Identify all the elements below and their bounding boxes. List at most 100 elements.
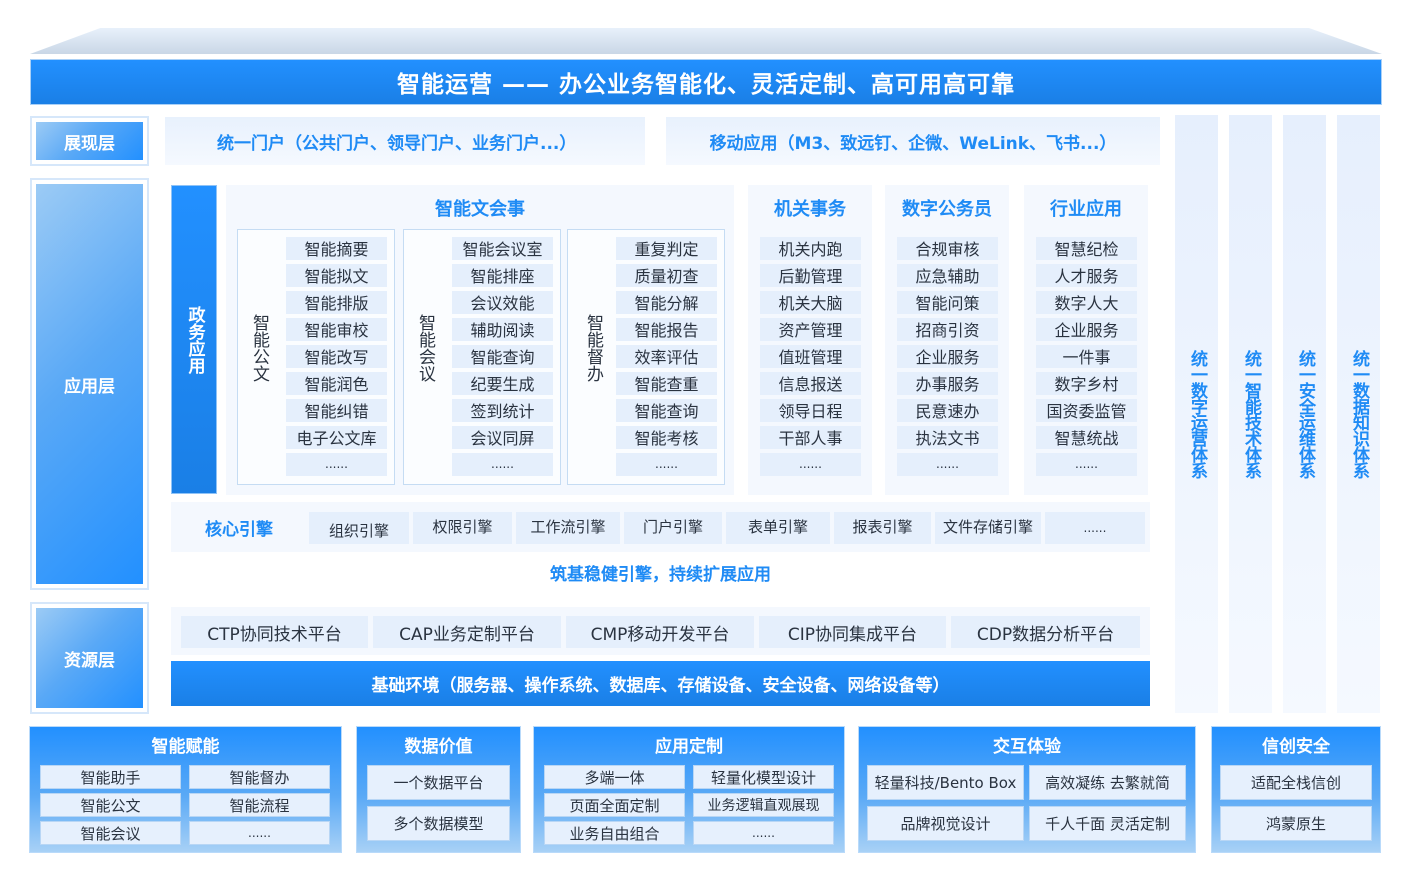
- feature-item[interactable]: 智能问策: [897, 291, 998, 314]
- engine-item[interactable]: 组织引擎: [309, 512, 409, 544]
- platforms-row: CTP协同技术平台 CAP业务定制平台 CMP移动开发平台 CIP协同集成平台 …: [171, 607, 1150, 655]
- card-item[interactable]: 轻量科技/Bento Box: [867, 765, 1024, 800]
- feature-item[interactable]: 智能润色: [286, 372, 387, 395]
- feature-item[interactable]: 机关大脑: [760, 291, 861, 314]
- smart-docs-group: 智能公文 智能摘要 智能拟文 智能排版 智能审校 智能改写 智能润色 智能纠错 …: [237, 229, 395, 485]
- side-system-label: 统一数据知识体系: [1349, 350, 1369, 478]
- feature-item-more[interactable]: ......: [1036, 453, 1137, 476]
- card-title: 应用定制: [655, 737, 723, 757]
- feature-item[interactable]: 会议效能: [452, 291, 553, 314]
- feature-item-more[interactable]: ......: [897, 453, 998, 476]
- gov-apps-label: 政务应用: [184, 305, 205, 374]
- card-item[interactable]: 轻量化模型设计: [693, 765, 834, 789]
- card-item-more[interactable]: ......: [693, 821, 834, 845]
- card-item[interactable]: 高效凝练 去繁就简: [1029, 765, 1186, 800]
- feature-item[interactable]: 值班管理: [760, 345, 861, 368]
- feature-item[interactable]: 辅助阅读: [452, 318, 553, 341]
- card-item[interactable]: 业务自由组合: [544, 821, 685, 845]
- feature-item-more[interactable]: ......: [760, 453, 861, 476]
- engine-item[interactable]: 门户引擎: [624, 512, 722, 544]
- card-item[interactable]: 一个数据平台: [367, 765, 510, 800]
- feature-item[interactable]: 干部人事: [760, 426, 861, 449]
- card-item[interactable]: 千人千面 灵活定制: [1029, 806, 1186, 841]
- feature-item[interactable]: 机关内跑: [760, 237, 861, 260]
- feature-item-more[interactable]: ......: [452, 453, 553, 476]
- smart-docs-panel: 智能文会事 智能公文 智能摘要 智能拟文 智能排版 智能审校 智能改写 智能润色…: [226, 185, 734, 495]
- card-item[interactable]: 智能督办: [189, 765, 330, 789]
- feature-item[interactable]: 智能审校: [286, 318, 387, 341]
- feature-item[interactable]: 签到统计: [452, 399, 553, 422]
- platform-item[interactable]: CMP移动开发平台: [566, 616, 754, 648]
- card-item[interactable]: 智能流程: [189, 793, 330, 817]
- engine-item-more[interactable]: ......: [1045, 512, 1145, 544]
- engine-item[interactable]: 工作流引擎: [516, 512, 620, 544]
- feature-item[interactable]: 招商引资: [897, 318, 998, 341]
- feature-item[interactable]: 合规审核: [897, 237, 998, 260]
- feature-item[interactable]: 智能考核: [616, 426, 717, 449]
- feature-item[interactable]: 办事服务: [897, 372, 998, 395]
- card-item[interactable]: 智能会议: [40, 821, 181, 845]
- feature-item-more[interactable]: ......: [286, 453, 387, 476]
- feature-item[interactable]: 智慧统战: [1036, 426, 1137, 449]
- feature-item[interactable]: 智能查重: [616, 372, 717, 395]
- column-title: 机关事务: [774, 199, 846, 220]
- feature-item[interactable]: 智能报告: [616, 318, 717, 341]
- feature-item[interactable]: 智能摘要: [286, 237, 387, 260]
- feature-item[interactable]: 民意速办: [897, 399, 998, 422]
- card-item[interactable]: 智能助手: [40, 765, 181, 789]
- unified-portal-panel: 统一门户（公共门户、领导门户、业务门户...）: [165, 117, 645, 165]
- feature-item[interactable]: 智能改写: [286, 345, 387, 368]
- engine-item[interactable]: 文件存储引擎: [935, 512, 1041, 544]
- card-item[interactable]: 鸿蒙原生: [1220, 806, 1372, 841]
- core-engine-row: 核心引擎 组织引擎 权限引擎 工作流引擎 门户引擎 表单引擎 报表引擎 文件存储…: [171, 502, 1150, 552]
- feature-item[interactable]: 会议同屏: [452, 426, 553, 449]
- card-item[interactable]: 适配全栈信创: [1220, 765, 1372, 800]
- feature-item[interactable]: 企业服务: [1036, 318, 1137, 341]
- card-item[interactable]: 智能公文: [40, 793, 181, 817]
- feature-item-more[interactable]: ......: [616, 453, 717, 476]
- engine-item[interactable]: 表单引擎: [726, 512, 830, 544]
- feature-item[interactable]: 人才服务: [1036, 264, 1137, 287]
- feature-item[interactable]: 质量初查: [616, 264, 717, 287]
- engine-item[interactable]: 权限引擎: [413, 512, 512, 544]
- feature-item[interactable]: 后勤管理: [760, 264, 861, 287]
- feature-item[interactable]: 效率评估: [616, 345, 717, 368]
- side-system-column: 统一安全运维体系: [1283, 115, 1326, 713]
- platform-item[interactable]: CTP协同技术平台: [181, 616, 368, 648]
- card-item[interactable]: 多端一体: [544, 765, 685, 789]
- feature-item[interactable]: 智能拟文: [286, 264, 387, 287]
- feature-item[interactable]: 智能纠错: [286, 399, 387, 422]
- feature-item[interactable]: 企业服务: [897, 345, 998, 368]
- feature-item[interactable]: 数字人大: [1036, 291, 1137, 314]
- platform-item[interactable]: CAP业务定制平台: [373, 616, 561, 648]
- feature-item[interactable]: 智能会议室: [452, 237, 553, 260]
- engine-item[interactable]: 报表引擎: [834, 512, 931, 544]
- feature-item[interactable]: 电子公文库: [286, 426, 387, 449]
- card-item[interactable]: 品牌视觉设计: [867, 806, 1024, 841]
- feature-item[interactable]: 应急辅助: [897, 264, 998, 287]
- feature-item[interactable]: 纪要生成: [452, 372, 553, 395]
- feature-item[interactable]: 智能分解: [616, 291, 717, 314]
- side-system-column: 统一数据知识体系: [1337, 115, 1380, 713]
- feature-item[interactable]: 重复判定: [616, 237, 717, 260]
- feature-item[interactable]: 数字乡村: [1036, 372, 1137, 395]
- card-title: 交互体验: [993, 737, 1061, 757]
- feature-item[interactable]: 资产管理: [760, 318, 861, 341]
- card-item[interactable]: 业务逻辑直观展现: [693, 793, 834, 817]
- feature-item[interactable]: 领导日程: [760, 399, 861, 422]
- feature-item[interactable]: 一件事: [1036, 345, 1137, 368]
- card-item[interactable]: 多个数据模型: [367, 806, 510, 841]
- platform-item[interactable]: CIP协同集成平台: [759, 616, 946, 648]
- feature-item[interactable]: 智能查询: [616, 399, 717, 422]
- platform-item[interactable]: CDP数据分析平台: [951, 616, 1140, 648]
- feature-item[interactable]: 执法文书: [897, 426, 998, 449]
- side-system-label: 统一智能技术体系: [1241, 350, 1261, 478]
- feature-item[interactable]: 信息报送: [760, 372, 861, 395]
- feature-item[interactable]: 智能查询: [452, 345, 553, 368]
- feature-item[interactable]: 国资委监管: [1036, 399, 1137, 422]
- card-item-more[interactable]: ......: [189, 821, 330, 845]
- feature-item[interactable]: 智能排座: [452, 264, 553, 287]
- feature-item[interactable]: 智慧纪检: [1036, 237, 1137, 260]
- feature-item[interactable]: 智能排版: [286, 291, 387, 314]
- card-item[interactable]: 页面全面定制: [544, 793, 685, 817]
